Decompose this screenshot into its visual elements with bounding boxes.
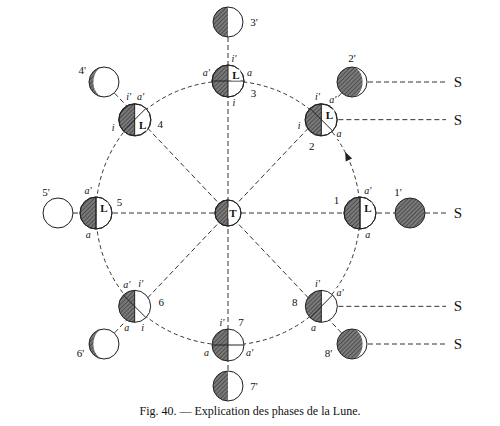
dashed-line	[368, 344, 446, 345]
sun-direction: S	[453, 75, 463, 90]
orbit-moon	[344, 197, 376, 229]
body-letter: L	[231, 70, 240, 81]
position-number: 4'	[78, 64, 87, 75]
phase-moon	[213, 7, 243, 37]
phase-moon	[89, 67, 119, 97]
position-number: 3'	[249, 17, 258, 28]
body-letter: L	[363, 203, 372, 214]
point-letter: a'	[363, 186, 372, 196]
orbit-moon	[119, 290, 151, 322]
orbit-moon	[305, 290, 337, 322]
position-number: 8'	[324, 347, 333, 358]
point-letter: i'	[314, 279, 321, 289]
body-letter: L	[99, 203, 108, 214]
position-number: 7	[237, 317, 245, 328]
point-letter: a	[203, 348, 210, 358]
phase-moon	[43, 198, 73, 228]
position-number: 5'	[41, 187, 50, 198]
sun-direction: S	[453, 206, 463, 221]
point-letter: i	[111, 123, 116, 133]
point-letter: i'	[219, 318, 226, 328]
point-letter: a'	[84, 186, 93, 196]
position-number: 6'	[76, 347, 85, 358]
body-letter: L	[325, 109, 334, 120]
dashed-line	[228, 93, 342, 213]
sun-direction: S	[453, 112, 463, 127]
position-number: 7'	[249, 381, 258, 392]
position-number: 3	[250, 87, 258, 98]
point-letter: i	[232, 98, 237, 108]
position-number: 4	[157, 119, 165, 130]
dashed-line	[338, 306, 446, 307]
phase-moon	[337, 329, 367, 359]
moon: L	[118, 103, 152, 137]
phase-moon	[89, 329, 119, 359]
position-number: 1	[333, 194, 341, 205]
position-number: 2	[308, 140, 316, 151]
orbit-moon	[212, 329, 244, 361]
point-letter: a	[335, 129, 342, 139]
point-letter: a'	[336, 288, 345, 298]
point-letter: a	[85, 230, 92, 240]
position-number: 1'	[393, 187, 402, 198]
position-number: 8	[291, 296, 299, 307]
moon: L	[211, 64, 245, 98]
moon: L	[343, 196, 377, 230]
point-letter: i	[140, 323, 145, 333]
position-number: 6	[158, 296, 166, 307]
dashed-line	[228, 213, 342, 333]
point-letter: i'	[137, 279, 144, 289]
point-letter: a	[123, 323, 130, 333]
body-letter: L	[138, 119, 147, 130]
guide-lines	[73, 37, 446, 371]
point-letter: i	[297, 121, 302, 131]
phase-moon	[337, 67, 367, 97]
point-letter: a	[364, 230, 371, 240]
position-number: 2'	[347, 53, 356, 64]
moon: L	[79, 196, 113, 230]
point-letter: a'	[122, 280, 131, 290]
phase-moon	[213, 371, 243, 401]
sun-direction: S	[453, 337, 463, 352]
orbit-arrow	[345, 152, 352, 162]
moon: L	[304, 103, 338, 137]
dashed-line	[114, 213, 228, 333]
body-letter: T	[228, 208, 237, 219]
point-letter: i'	[314, 92, 321, 102]
orbit-moon	[212, 65, 244, 97]
earth-symbol	[215, 200, 241, 226]
point-letter: a	[310, 323, 317, 333]
point-letter: a'	[202, 68, 211, 78]
figure-caption: Fig. 40. — Explication des phases de la …	[0, 405, 500, 418]
dashed-line	[368, 82, 446, 83]
position-number: 5	[116, 197, 124, 208]
orbit-moon	[305, 104, 337, 136]
dashed-line	[73, 213, 446, 214]
dashed-line	[338, 119, 446, 120]
point-letter: i'	[125, 92, 132, 102]
dashed-line	[114, 93, 228, 213]
point-letter: a'	[328, 95, 337, 105]
sun-direction: S	[453, 299, 463, 314]
phase-moon	[395, 198, 425, 228]
point-letter: i'	[230, 54, 237, 64]
point-letter: a'	[245, 348, 254, 358]
earth: T	[214, 199, 242, 227]
orbit-moon	[80, 197, 112, 229]
point-letter: a	[246, 68, 253, 78]
point-letter: a'	[136, 92, 145, 102]
orbit-moon	[119, 104, 151, 136]
